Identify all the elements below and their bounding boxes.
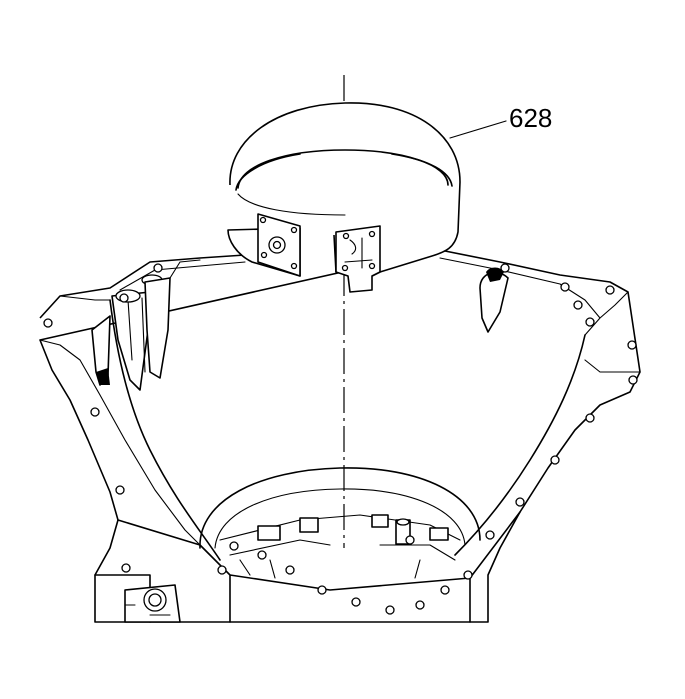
callout-leader-line: [449, 120, 507, 139]
case-right-boss: [169, 259, 509, 333]
case-bottom-bore: [199, 467, 481, 549]
case-bore-ring: [214, 488, 466, 549]
callout-628: 628: [449, 103, 552, 139]
band-left-lug: [257, 213, 301, 277]
band-right-lug: [335, 225, 381, 293]
case-lower-port: [124, 584, 181, 623]
case-left-bosses: [91, 274, 171, 391]
case-inner-wall: [109, 299, 586, 561]
band-lower-edge: [237, 193, 346, 216]
transmission-case: [39, 249, 641, 623]
brake-band: [227, 102, 461, 293]
case-lower-face: [94, 511, 521, 623]
band-top-edge: [235, 153, 453, 191]
callout-label: 628: [509, 103, 552, 133]
case-bolt-holes: [43, 263, 638, 615]
case-flange-outline: [39, 249, 641, 623]
